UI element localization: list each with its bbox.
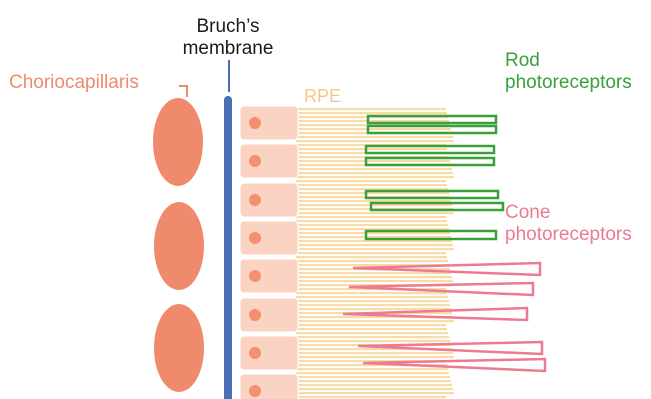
microvilli-stripe: [296, 192, 449, 194]
microvilli-stripe: [296, 376, 450, 378]
rod-outer-segment: [371, 203, 503, 210]
choriocapillaris-label: Choriocapillaris: [9, 72, 139, 94]
microvilli-stripe: [296, 240, 452, 242]
microvilli-stripe: [296, 388, 453, 390]
rod-outer-segment: [366, 231, 496, 239]
rpe-nucleus: [249, 347, 261, 359]
microvilli-stripe: [296, 204, 452, 206]
microvilli-stripe: [296, 384, 452, 386]
cone-photoreceptors-label: Cone photoreceptors: [505, 202, 632, 246]
microvilli-stripe: [296, 148, 447, 150]
microvilli-stripe: [296, 224, 448, 226]
microvilli-stripe: [296, 300, 449, 302]
bruchs-membrane-label-line2: membrane: [176, 38, 280, 60]
microvilli-stripe: [296, 256, 447, 258]
microvilli-stripe: [296, 296, 448, 298]
rpe-cell-body: [240, 106, 298, 140]
microvilli-stripe: [296, 280, 453, 282]
microvilli-stripe: [296, 232, 450, 234]
bruchs-membrane-label-line1: Bruch’s: [176, 16, 280, 38]
bruchs-membrane: [224, 96, 232, 399]
rod-label-line2: photoreceptors: [505, 72, 632, 94]
rpe-cell: [240, 144, 298, 178]
microvilli-stripe: [296, 292, 447, 294]
microvilli-stripe: [296, 336, 449, 338]
cone-label-line1: Cone: [505, 202, 632, 224]
rpe-nucleus: [249, 155, 261, 167]
microvilli-stripe: [296, 216, 446, 218]
microvilli-stripe: [296, 248, 454, 250]
microvilli-stripe: [296, 180, 446, 182]
microvilli-stripe: [296, 368, 448, 370]
microvilli-stripe: [296, 356, 454, 358]
choriocapillaris-vessels: [153, 98, 204, 392]
rpe-nucleus: [249, 117, 261, 129]
microvilli-stripe: [296, 172, 453, 174]
microvilli-stripe: [296, 324, 446, 326]
rpe-cell-body: [240, 144, 298, 178]
rpe-cell: [240, 106, 298, 140]
rpe-nucleus: [249, 194, 261, 206]
microvilli-stripe: [296, 108, 446, 110]
cone-label-line2: photoreceptors: [505, 224, 632, 246]
rod-photoreceptors-label: Rod photoreceptors: [505, 50, 632, 94]
microvilli-stripe: [296, 140, 454, 142]
microvilli-stripe: [296, 160, 450, 162]
microvilli-stripe: [296, 112, 447, 114]
rpe-label: RPE: [304, 86, 341, 107]
microvilli-stripe: [296, 176, 454, 178]
rpe-cells: [240, 106, 298, 399]
microvilli-stripe: [296, 244, 453, 246]
rpe-nucleus: [249, 270, 261, 282]
rpe-cell-body: [240, 221, 298, 255]
rpe-nucleus: [249, 385, 261, 397]
microvilli-stripe: [296, 380, 451, 382]
rpe-nucleus: [249, 309, 261, 321]
microvilli-stripe: [296, 272, 451, 274]
microvilli-stripe: [296, 372, 449, 374]
rpe-microvilli: [296, 108, 454, 398]
microvilli-stripe: [296, 168, 452, 170]
microvilli-stripe: [296, 332, 448, 334]
microvilli-stripe: [296, 136, 453, 138]
rpe-cell: [240, 374, 298, 399]
choriocapillaris-vessel: [154, 304, 204, 392]
rpe-cell-body: [240, 183, 298, 217]
microvilli-stripe: [296, 320, 454, 322]
choriocapillaris-vessel: [153, 98, 203, 186]
microvilli-stripe: [296, 340, 450, 342]
microvilli-stripe: [296, 328, 447, 330]
microvilli-stripe: [296, 276, 452, 278]
rpe-cell: [240, 298, 298, 332]
choriocapillaris-vessel: [154, 202, 204, 290]
rpe-cell-body: [240, 374, 298, 399]
microvilli-stripe: [296, 220, 447, 222]
rod-outer-segment: [366, 191, 498, 198]
microvilli-stripe: [296, 308, 451, 310]
rpe-cell-body: [240, 298, 298, 332]
rpe-cell: [240, 336, 298, 370]
microvilli-stripe: [296, 396, 446, 398]
microvilli-stripe: [296, 304, 450, 306]
microvilli-stripe: [296, 128, 451, 130]
rod-outer-segment: [368, 116, 496, 123]
microvilli-stripe: [296, 352, 453, 354]
rpe-cell: [240, 221, 298, 255]
rpe-cell-body: [240, 336, 298, 370]
rod-label-line1: Rod: [505, 50, 632, 72]
microvilli-stripe: [296, 252, 446, 254]
microvilli-stripe: [296, 212, 454, 214]
microvilli-stripe: [296, 392, 454, 394]
rpe-cell-body: [240, 259, 298, 293]
rpe-cell: [240, 259, 298, 293]
choriocapillaris-pointer: [179, 86, 187, 97]
rpe-cell: [240, 183, 298, 217]
microvilli-stripe: [296, 260, 448, 262]
bruchs-membrane-label: Bruch’s membrane: [176, 16, 280, 60]
rpe-nucleus: [249, 232, 261, 244]
microvilli-stripe: [296, 184, 447, 186]
